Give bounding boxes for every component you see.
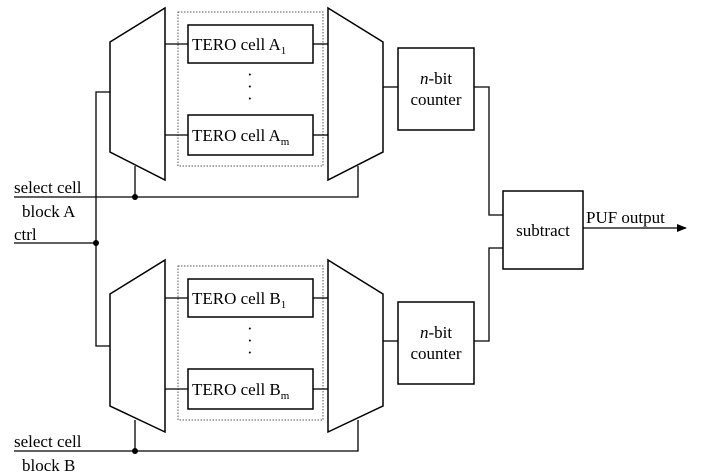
block-a-counter-line1: n-bit [420, 69, 452, 88]
block-a-select-label-1: select cell [14, 178, 82, 197]
block-b-cell-1-label: TERO cell B1 [192, 289, 286, 311]
ctrl-junction [93, 240, 99, 246]
block-b-counter-line2: counter [411, 344, 462, 363]
block-b-ellipsis-dot-3: · [247, 343, 253, 362]
block-a-ellipsis-dot-1: · [247, 65, 253, 84]
block-a-counter [397, 47, 475, 131]
block-b-ellipsis-dot-2: · [247, 331, 253, 350]
subtract-block [502, 190, 584, 270]
block-b-cell-container [177, 265, 324, 421]
block-b-counter-line1: n-bit [420, 323, 452, 342]
block-b-counter [397, 301, 475, 385]
block-a-cell-container [177, 11, 324, 167]
block-b-demux [109, 258, 166, 434]
subtract-label: subtract [516, 221, 570, 240]
block-a: TERO cell A1 · · · TERO cell Am n-bit co… [14, 6, 503, 221]
block-a-select-label-2: block A [22, 202, 76, 221]
block-a-mux [327, 6, 384, 182]
block-a-cell-1-label: TERO cell A1 [192, 35, 286, 57]
block-b-select-junction [132, 448, 138, 454]
subtract-stage: subtract PUF output [502, 190, 687, 270]
block-b-select-label-1: select cell [14, 432, 82, 451]
output-label: PUF output [586, 208, 665, 227]
block-a-cell-1 [187, 24, 314, 64]
block-a-cell-m-label: TERO cell Am [192, 126, 290, 148]
block-a-counter-line2: counter [411, 90, 462, 109]
block-b-ellipsis-dot-1: · [247, 319, 253, 338]
ctrl-network: ctrl [14, 91, 110, 347]
block-a-ellipsis-dot-2: · [247, 77, 253, 96]
block-b-select-label-2: block B [22, 456, 75, 475]
block-b-cell-1 [187, 278, 314, 318]
block-a-cell-m [187, 114, 314, 156]
block-b: TERO cell B1 · · · TERO cell Bm n-bit co… [14, 247, 503, 475]
block-b-mux [327, 258, 384, 434]
block-b-cell-m [187, 368, 314, 410]
block-a-demux [109, 6, 166, 182]
block-b-cell-m-label: TERO cell Bm [192, 380, 290, 402]
ctrl-label: ctrl [14, 225, 37, 244]
block-a-ellipsis-dot-3: · [247, 89, 253, 108]
block-a-select-junction [132, 194, 138, 200]
